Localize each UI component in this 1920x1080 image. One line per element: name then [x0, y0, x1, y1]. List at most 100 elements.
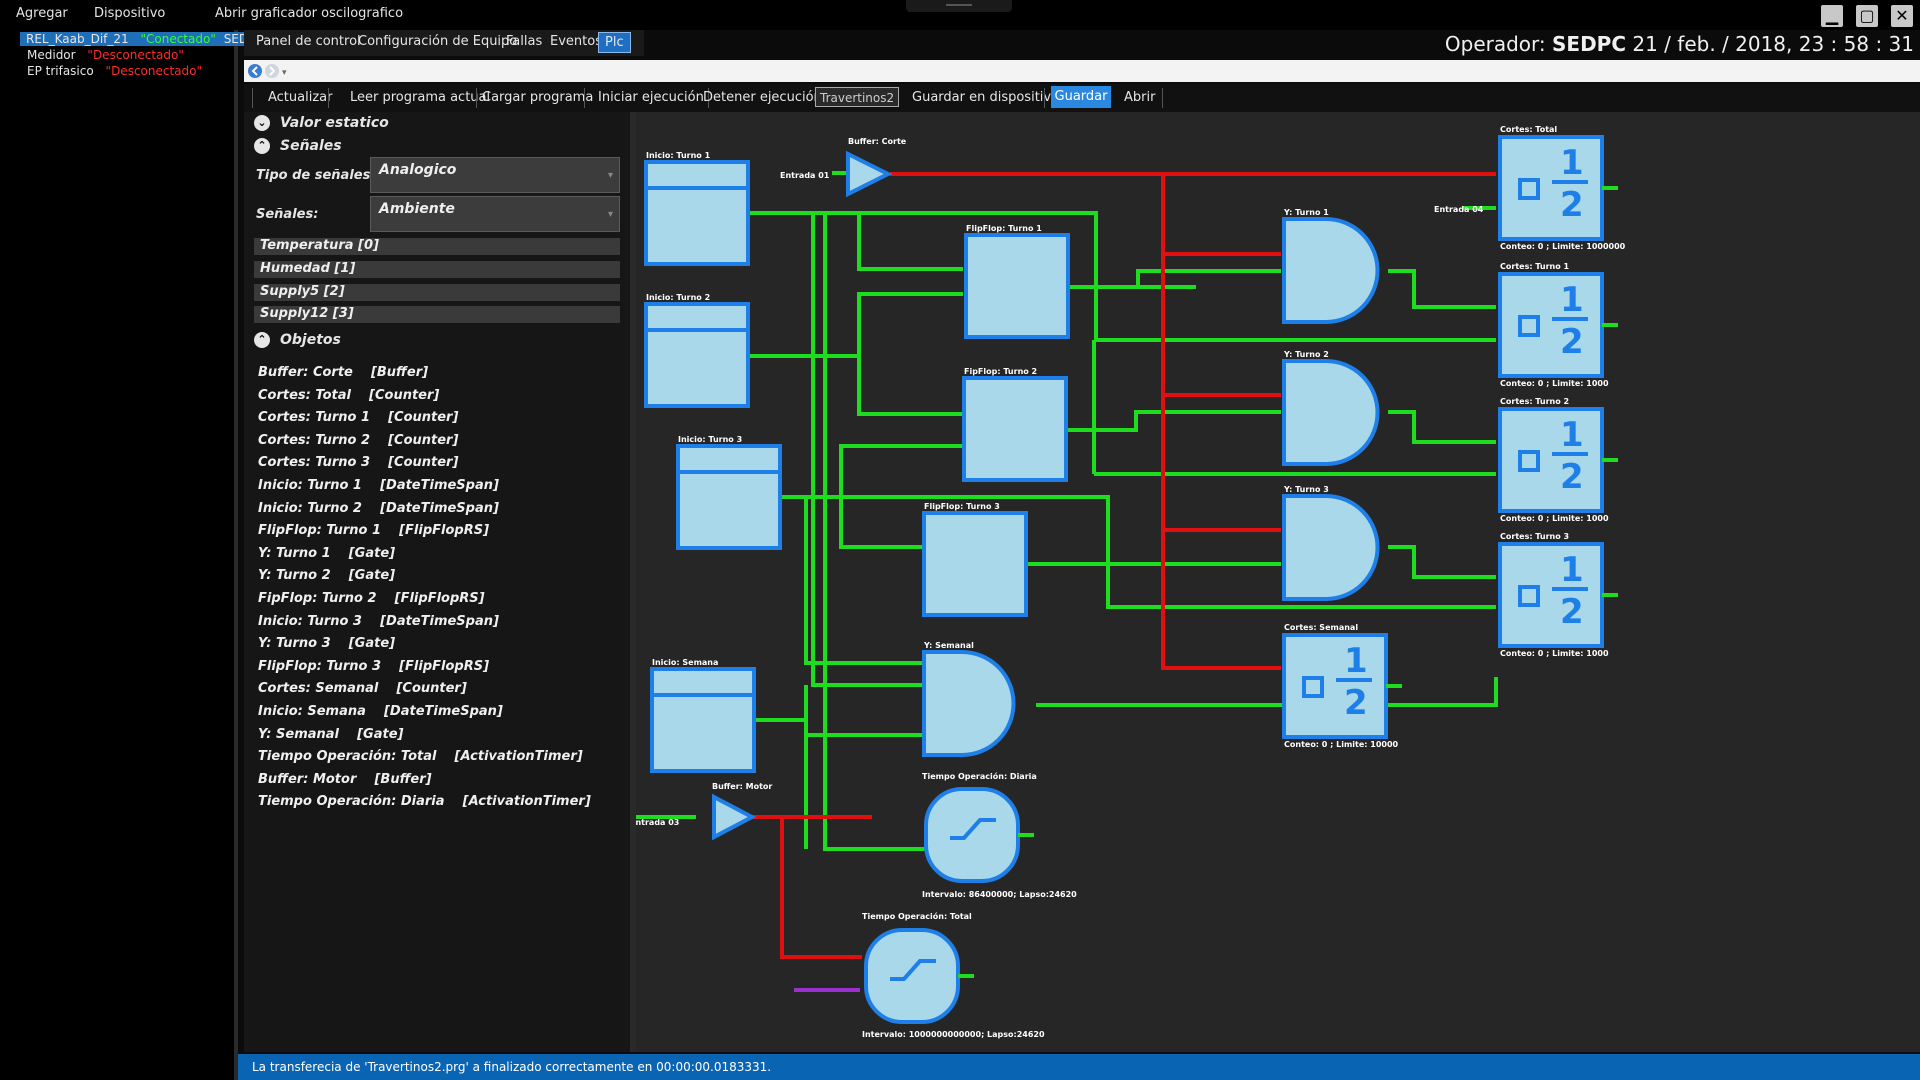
block-label: FipFlop: Turno 2 [964, 367, 1037, 376]
senales-header[interactable]: ⌃Señales [254, 138, 342, 154]
menu-dispositivo[interactable]: Dispositivo [94, 6, 166, 21]
object-item[interactable]: FlipFlop: Turno 3 [FlipFlopRS] [258, 658, 490, 674]
tab-plc[interactable]: Plc [598, 32, 631, 53]
object-item[interactable]: Inicio: Turno 3 [DateTimeSpan] [258, 613, 499, 629]
cortes-turno-1-counter[interactable]: 1 2 Cortes: Turno 1 Conteo: 0 ; Limite: … [1498, 262, 1609, 388]
leer-programa-button[interactable]: Leer programa actual [350, 90, 491, 105]
device-name: EP trifasico [27, 64, 94, 78]
counter-info: Conteo: 0 ; Limite: 10000 [1284, 740, 1399, 749]
signal-item[interactable]: Humedad [1] [254, 261, 620, 278]
block-label: Inicio: Turno 1 [646, 151, 711, 160]
device-item[interactable]: REL_Kaab_Dif_21 "Conectado" SEDPC [20, 32, 266, 46]
inicio-semana-block[interactable]: Inicio: Semana [650, 658, 756, 773]
signal-item[interactable]: Supply12 [3] [254, 306, 620, 323]
block-label: Tiempo Operación: Diaria [922, 771, 1037, 781]
object-item[interactable]: Cortes: Turno 3 [Counter] [258, 455, 459, 471]
flipflop-turno-3-block[interactable]: FlipFlop: Turno 3 [922, 502, 1028, 617]
input-label: Entrada 01 [780, 171, 830, 180]
abrir-button[interactable]: Abrir [1124, 90, 1156, 105]
minimize-icon[interactable]: ▁ [1821, 5, 1843, 27]
buffer-motor-block[interactable]: Buffer: Motor Entrada 03 [630, 782, 772, 841]
object-item[interactable]: Tiempo Operación: Total [ActivationTimer… [258, 749, 583, 765]
timer-diaria-block[interactable]: Tiempo Operación: Diaria Intervalo: 8640… [922, 771, 1077, 899]
object-item[interactable]: Cortes: Total [Counter] [258, 387, 440, 403]
object-item[interactable]: Tiempo Operación: Diaria [ActivationTime… [258, 794, 591, 810]
counter-icon: 2 [1560, 457, 1584, 497]
signal-item[interactable]: Supply5 [2] [254, 284, 620, 301]
close-icon[interactable]: ✕ [1891, 5, 1913, 27]
block-label: Cortes: Turno 1 [1500, 262, 1570, 271]
program-select[interactable]: Travertinos2 [815, 87, 899, 107]
cortes-turno-2-counter[interactable]: 1 2 Cortes: Turno 2 Conteo: 0 ; Limite: … [1498, 397, 1609, 523]
tab-bar: Panel de control Configuración de Equipo… [244, 30, 644, 56]
window-grip[interactable] [906, 0, 1012, 12]
object-item[interactable]: Cortes: Semanal [Counter] [258, 681, 467, 697]
tipo-senales-select[interactable]: Analogico [370, 157, 620, 193]
block-label: Cortes: Turno 3 [1500, 532, 1569, 541]
object-item[interactable]: Inicio: Turno 2 [DateTimeSpan] [258, 500, 499, 516]
separator [1162, 88, 1163, 108]
object-item[interactable]: Inicio: Semana [DateTimeSpan] [258, 704, 503, 719]
block-label: Inicio: Semana [652, 658, 718, 667]
cargar-programa-button[interactable]: Cargar programa [482, 90, 594, 105]
operator-label: Operador: [1444, 32, 1546, 56]
buffer-corte-block[interactable]: Buffer: Corte Entrada 01 [780, 137, 907, 198]
inicio-turno-2-block[interactable]: Inicio: Turno 2 [644, 293, 750, 408]
senales-select[interactable]: Ambiente [370, 196, 620, 232]
block-label: Cortes: Turno 2 [1500, 397, 1569, 406]
cortes-semanal-counter[interactable]: 1 2 Cortes: Semanal Conteo: 0 ; Limite: … [1282, 623, 1399, 749]
inicio-turno-3-block[interactable]: Inicio: Turno 3 [676, 435, 782, 550]
object-item[interactable]: Inicio: Turno 1 [DateTimeSpan] [258, 478, 499, 493]
actualizar-button[interactable]: Actualizar [268, 90, 333, 105]
block-label: Y: Turno 2 [1283, 350, 1329, 359]
device-panel: REL_Kaab_Dif_21 "Conectado" SEDPC Medido… [0, 30, 266, 1080]
device-item[interactable]: Medidor "Desconectado" [27, 48, 184, 62]
valor-estatico-header[interactable]: ⌄Valor estatico [254, 115, 389, 131]
y-turno-3-gate[interactable]: Y: Turno 3 [1282, 485, 1380, 601]
object-item[interactable]: Y: Turno 2 [Gate] [258, 568, 396, 584]
flipflop-turno-1-block[interactable]: FlipFlop: Turno 1 [964, 224, 1070, 339]
iniciar-ejecucion-button[interactable]: Iniciar ejecución [598, 90, 704, 105]
object-item[interactable]: Y: Turno 1 [Gate] [258, 545, 396, 561]
detener-ejecucion-button[interactable]: Detener ejecución [703, 90, 822, 105]
object-item[interactable]: FlipFlop: Turno 1 [FlipFlopRS] [258, 523, 490, 539]
tab-panel-control[interactable]: Panel de control [256, 34, 361, 49]
separator [1044, 88, 1045, 108]
signals-tree-panel: ⌄Valor estatico ⌃Señales Tipo de señales… [244, 112, 636, 1052]
timer-total-block[interactable]: Tiempo Operación: Total Intervalo: 10000… [862, 911, 1045, 1039]
plc-diagram-canvas[interactable]: .g{stroke:#1edc1e;stroke-width:4;fill:no… [630, 112, 1920, 1052]
back-icon[interactable]: ▾ [244, 60, 304, 82]
guardar-button[interactable]: Guardar [1051, 86, 1111, 108]
device-item[interactable]: EP trifasico "Desconectado" [27, 64, 202, 78]
flipflop-turno-2-block[interactable]: FipFlop: Turno 2 [962, 367, 1068, 482]
valor-estatico-label: Valor estatico [280, 115, 389, 131]
toolbar-grip [252, 88, 253, 108]
objetos-header[interactable]: ⌃Objetos [254, 332, 341, 348]
menu-graficador[interactable]: Abrir graficador oscilografico [215, 6, 404, 21]
tab-eventos[interactable]: Eventos [550, 34, 602, 49]
cortes-turno-3-counter[interactable]: 1 2 Cortes: Turno 3 Conteo: 0 ; Limite: … [1498, 532, 1609, 658]
block-label: Tiempo Operación: Total [862, 911, 972, 921]
tab-fallas[interactable]: Fallas [506, 34, 543, 49]
object-item[interactable]: Y: Turno 3 [Gate] [258, 636, 396, 652]
cortes-total-counter[interactable]: 1 2 Cortes: Total Conteo: 0 ; Limite: 10… [1498, 125, 1626, 251]
inicio-turno-1-block[interactable]: Inicio: Turno 1 [644, 151, 750, 266]
y-turno-2-gate[interactable]: Y: Turno 2 [1282, 350, 1380, 466]
menu-agregar[interactable]: Agregar [16, 6, 68, 21]
object-item[interactable]: Y: Semanal [Gate] [258, 726, 404, 742]
object-item[interactable]: Buffer: Corte [Buffer] [258, 365, 429, 380]
object-item[interactable]: Cortes: Turno 1 [Counter] [258, 410, 459, 426]
counter-icon: 1 [1560, 415, 1584, 455]
separator [328, 88, 329, 108]
signal-item[interactable]: Temperatura [0] [254, 238, 620, 255]
guardar-dispositivo-button[interactable]: Guardar en dispositivo [912, 90, 1060, 105]
y-semanal-gate[interactable]: Y: Semanal [922, 641, 1016, 757]
tab-configuracion[interactable]: Configuración de Equipo [358, 34, 518, 49]
maximize-icon[interactable]: ▢ [1856, 5, 1878, 27]
y-turno-1-gate[interactable]: Y: Turno 1 [1282, 208, 1380, 324]
object-item[interactable]: FipFlop: Turno 2 [FlipFlopRS] [258, 591, 485, 606]
object-item[interactable]: Buffer: Motor [Buffer] [258, 771, 432, 787]
object-item[interactable]: Cortes: Turno 2 [Counter] [258, 432, 459, 448]
operator-name: SEDPC [1552, 32, 1627, 56]
counter-icon: 2 [1560, 185, 1584, 225]
